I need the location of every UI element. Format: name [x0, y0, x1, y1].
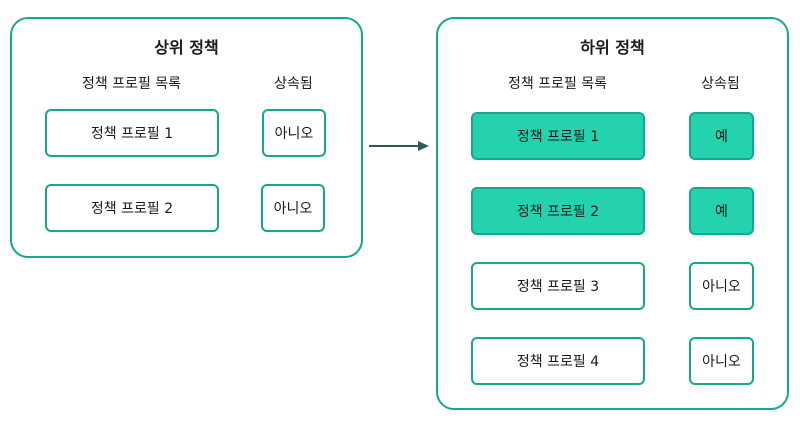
child-col-inherited: 상속됨: [701, 76, 740, 92]
parent-col-inherited: 상속됨: [274, 76, 313, 92]
parent-policy-title: 상위 정책: [154, 38, 219, 57]
child-inherited-4: 아니오: [689, 337, 754, 385]
parent-col-profiles: 정책 프로필 목록: [81, 76, 182, 92]
parent-profile-1: 정책 프로필 1: [45, 109, 219, 157]
child-col-profiles: 정책 프로필 목록: [507, 76, 608, 92]
child-profile-2: 정책 프로필 2: [471, 187, 645, 235]
parent-policy-panel: [10, 17, 363, 258]
parent-profile-2: 정책 프로필 2: [45, 184, 219, 232]
arrow-icon: [369, 141, 429, 151]
parent-inherited-2: 아니오: [261, 184, 325, 232]
child-inherited-2: 예: [689, 187, 754, 235]
child-profile-4: 정책 프로필 4: [471, 337, 645, 385]
child-policy-panel: [436, 17, 789, 410]
child-inherited-3: 아니오: [689, 262, 754, 310]
child-policy-title: 하위 정책: [580, 38, 645, 57]
child-profile-3: 정책 프로필 3: [471, 262, 645, 310]
child-inherited-1: 예: [689, 112, 754, 160]
child-profile-1: 정책 프로필 1: [471, 112, 645, 160]
parent-inherited-1: 아니오: [262, 109, 326, 157]
